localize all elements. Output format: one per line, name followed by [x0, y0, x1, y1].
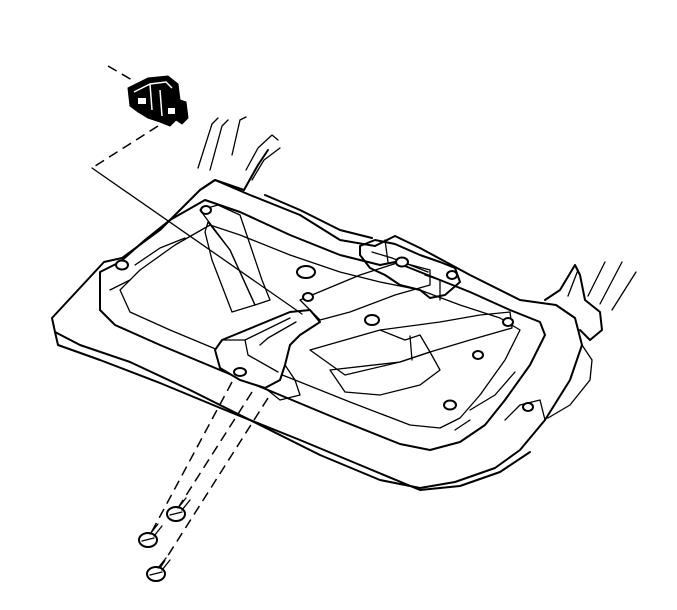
screw-slot: [149, 571, 163, 576]
screw-shank: [157, 557, 171, 571]
brace-lower-right: [309, 311, 513, 376]
brace-left-front: [204, 221, 256, 313]
brace-cross: [379, 329, 431, 361]
bezel-neck: [264, 364, 301, 401]
connector-pin-window: [138, 98, 146, 104]
screw-shank: [149, 523, 163, 537]
mount-hole-11: [522, 402, 534, 412]
screw-slot: [141, 537, 155, 542]
screw-slot: [169, 511, 183, 516]
leader-line-connector-lower: [91, 125, 159, 169]
mount-hole-5: [200, 205, 212, 215]
mount-hole-2: [364, 314, 380, 326]
mount-hole-4: [446, 270, 458, 280]
fastener-screw-2: [166, 497, 191, 522]
mount-hole-8: [472, 350, 484, 360]
bezel-body: [214, 309, 321, 389]
tailgate-panel-assembly: [51, 116, 637, 491]
mount-hole-10: [443, 399, 457, 411]
window-frame-top: [245, 134, 281, 181]
leader-line-connector: [107, 65, 133, 81]
bezel-detail: [221, 317, 297, 373]
mount-hole-6: [115, 259, 129, 271]
latch-bracket: [359, 239, 461, 299]
leader-line-screw-2: [177, 391, 253, 509]
brace-lower-right-face: [329, 351, 441, 396]
body-pillar-lines: [567, 261, 637, 311]
window-lower-edge: [199, 149, 373, 239]
panel-inner-rim: [99, 199, 546, 451]
fastener-screw-3: [146, 557, 171, 582]
leader-line-screw-1: [149, 381, 233, 536]
mount-hole-7: [302, 292, 314, 302]
brace-diagonal: [299, 261, 431, 321]
panel-ledge-left: [109, 237, 186, 291]
leader-line-screw-3: [159, 397, 269, 569]
body-pillar-right: [544, 264, 603, 341]
switch-connector: [127, 75, 189, 127]
mount-hole-9: [502, 317, 514, 327]
connector-highlight: [133, 81, 173, 117]
bezel-screw-hole: [233, 367, 247, 377]
panel-ledge-right: [454, 371, 516, 431]
screw-shank: [177, 497, 191, 511]
panel-outer-rim: [51, 179, 583, 489]
panel-front-lip: [54, 331, 531, 491]
fastener-screw-1: [138, 523, 163, 548]
mount-hole-1: [296, 265, 316, 279]
panel-tray-floor: [119, 224, 521, 429]
window-frame-left: [197, 116, 247, 171]
connector-latch: [168, 108, 175, 114]
leader-line-long: [91, 167, 303, 315]
handle-bezel: [214, 309, 321, 401]
mount-hole-3: [395, 256, 409, 268]
